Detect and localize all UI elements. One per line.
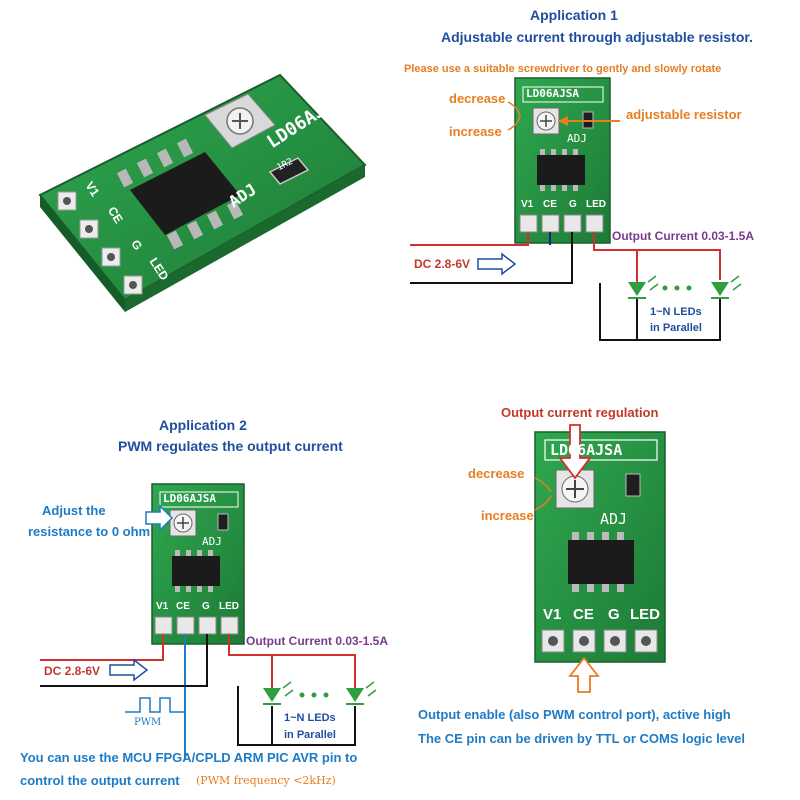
app3-adjust-arrows bbox=[534, 477, 552, 511]
app2-board-adj: ADJ bbox=[202, 535, 222, 548]
app2-title: Application 2 bbox=[159, 417, 247, 433]
app3-regulation-arrow bbox=[558, 424, 592, 480]
app1-board-adj: ADJ bbox=[567, 132, 587, 145]
app1-led-n bbox=[711, 275, 742, 299]
app1-pin-led: LED bbox=[586, 199, 606, 210]
app3-board-adj: ADJ bbox=[600, 510, 628, 528]
app2-adjust-line2: resistance to 0 ohm bbox=[28, 524, 151, 539]
app3-increase-label: increase bbox=[481, 508, 534, 523]
app2-board bbox=[151, 483, 245, 645]
app2-subtitle: PWM regulates the output current bbox=[118, 438, 343, 454]
app2-led-1 bbox=[263, 681, 294, 705]
app3-pin-g: G bbox=[608, 606, 620, 623]
app3-title: Output current regulation bbox=[501, 405, 659, 420]
app2-wiring bbox=[40, 634, 356, 760]
app3-pin-led: LED bbox=[630, 606, 660, 623]
app1-led-1 bbox=[628, 275, 659, 299]
app1-pin-ce: CE bbox=[543, 199, 557, 210]
app1-dc-input: DC 2.8-6V bbox=[414, 257, 471, 271]
app2-adjust-line1: Adjust the bbox=[42, 503, 106, 518]
app2-pin-v1: V1 bbox=[156, 601, 169, 612]
app1-resistor-label: adjustable resistor bbox=[626, 107, 742, 122]
app2-pwm-label: PWM bbox=[134, 717, 162, 728]
app2-pin-ce: CE bbox=[176, 601, 190, 612]
app1-pin-v1: V1 bbox=[521, 199, 534, 210]
app1-increase-label: increase bbox=[449, 124, 502, 139]
app1-board bbox=[514, 77, 611, 244]
app3-enable-line2: The CE pin can be driven by TTL or COMS … bbox=[418, 731, 745, 746]
app3-enable-line1: Output enable (also PWM control port), a… bbox=[418, 707, 731, 722]
app2-dc-input: DC 2.8-6V bbox=[44, 664, 101, 678]
app2-adjust-arrow bbox=[145, 504, 174, 532]
app1-ellipsis-dots bbox=[662, 285, 692, 291]
app1-title: Application 1 bbox=[530, 7, 618, 23]
app2-pin-g: G bbox=[202, 601, 210, 612]
app3-pin-v1: V1 bbox=[543, 606, 562, 623]
app2-output-current: Output Current 0.03-1.5A bbox=[246, 634, 389, 648]
app1-board-model: LD06AJSA bbox=[526, 87, 579, 100]
app3-decrease-label: decrease bbox=[468, 466, 525, 481]
app1-output-current: Output Current 0.03-1.5A bbox=[612, 229, 755, 243]
app2-led-n bbox=[346, 681, 377, 705]
app2-note-line1: You can use the MCU FPGA/CPLD ARM PIC AV… bbox=[20, 750, 358, 765]
app3-board-model: LD06AJSA bbox=[550, 441, 623, 459]
app3-pin-ce: CE bbox=[573, 606, 594, 623]
app2-leds-line2: in Parallel bbox=[284, 729, 336, 741]
app1-pin-g: G bbox=[569, 199, 577, 210]
app2-ellipsis-dots bbox=[299, 692, 329, 698]
app2-pin-led: LED bbox=[219, 601, 239, 612]
board-photo-3d bbox=[38, 73, 367, 312]
app3-ce-arrow bbox=[568, 656, 600, 693]
app1-leds-line2: in Parallel bbox=[650, 322, 702, 334]
app3-board bbox=[534, 431, 666, 663]
app2-note-line2: control the output current bbox=[20, 773, 180, 788]
app2-leds-line1: 1~N LEDs bbox=[284, 712, 336, 724]
app1-subtitle: Adjustable current through adjustable re… bbox=[441, 29, 753, 45]
app1-instruction: Please use a suitable screwdriver to gen… bbox=[404, 63, 722, 75]
app1-input-arrow bbox=[477, 252, 517, 276]
app2-board-model: LD06AJSA bbox=[163, 492, 216, 505]
app2-note-freq: (PWM frequency <2kHz) bbox=[196, 774, 336, 787]
app1-decrease-label: decrease bbox=[449, 91, 506, 106]
app1-leds-line1: 1~N LEDs bbox=[650, 306, 702, 318]
app1-wiring bbox=[410, 232, 721, 341]
app2-input-arrow bbox=[109, 658, 149, 682]
app1-adjust-arrows bbox=[507, 101, 620, 131]
